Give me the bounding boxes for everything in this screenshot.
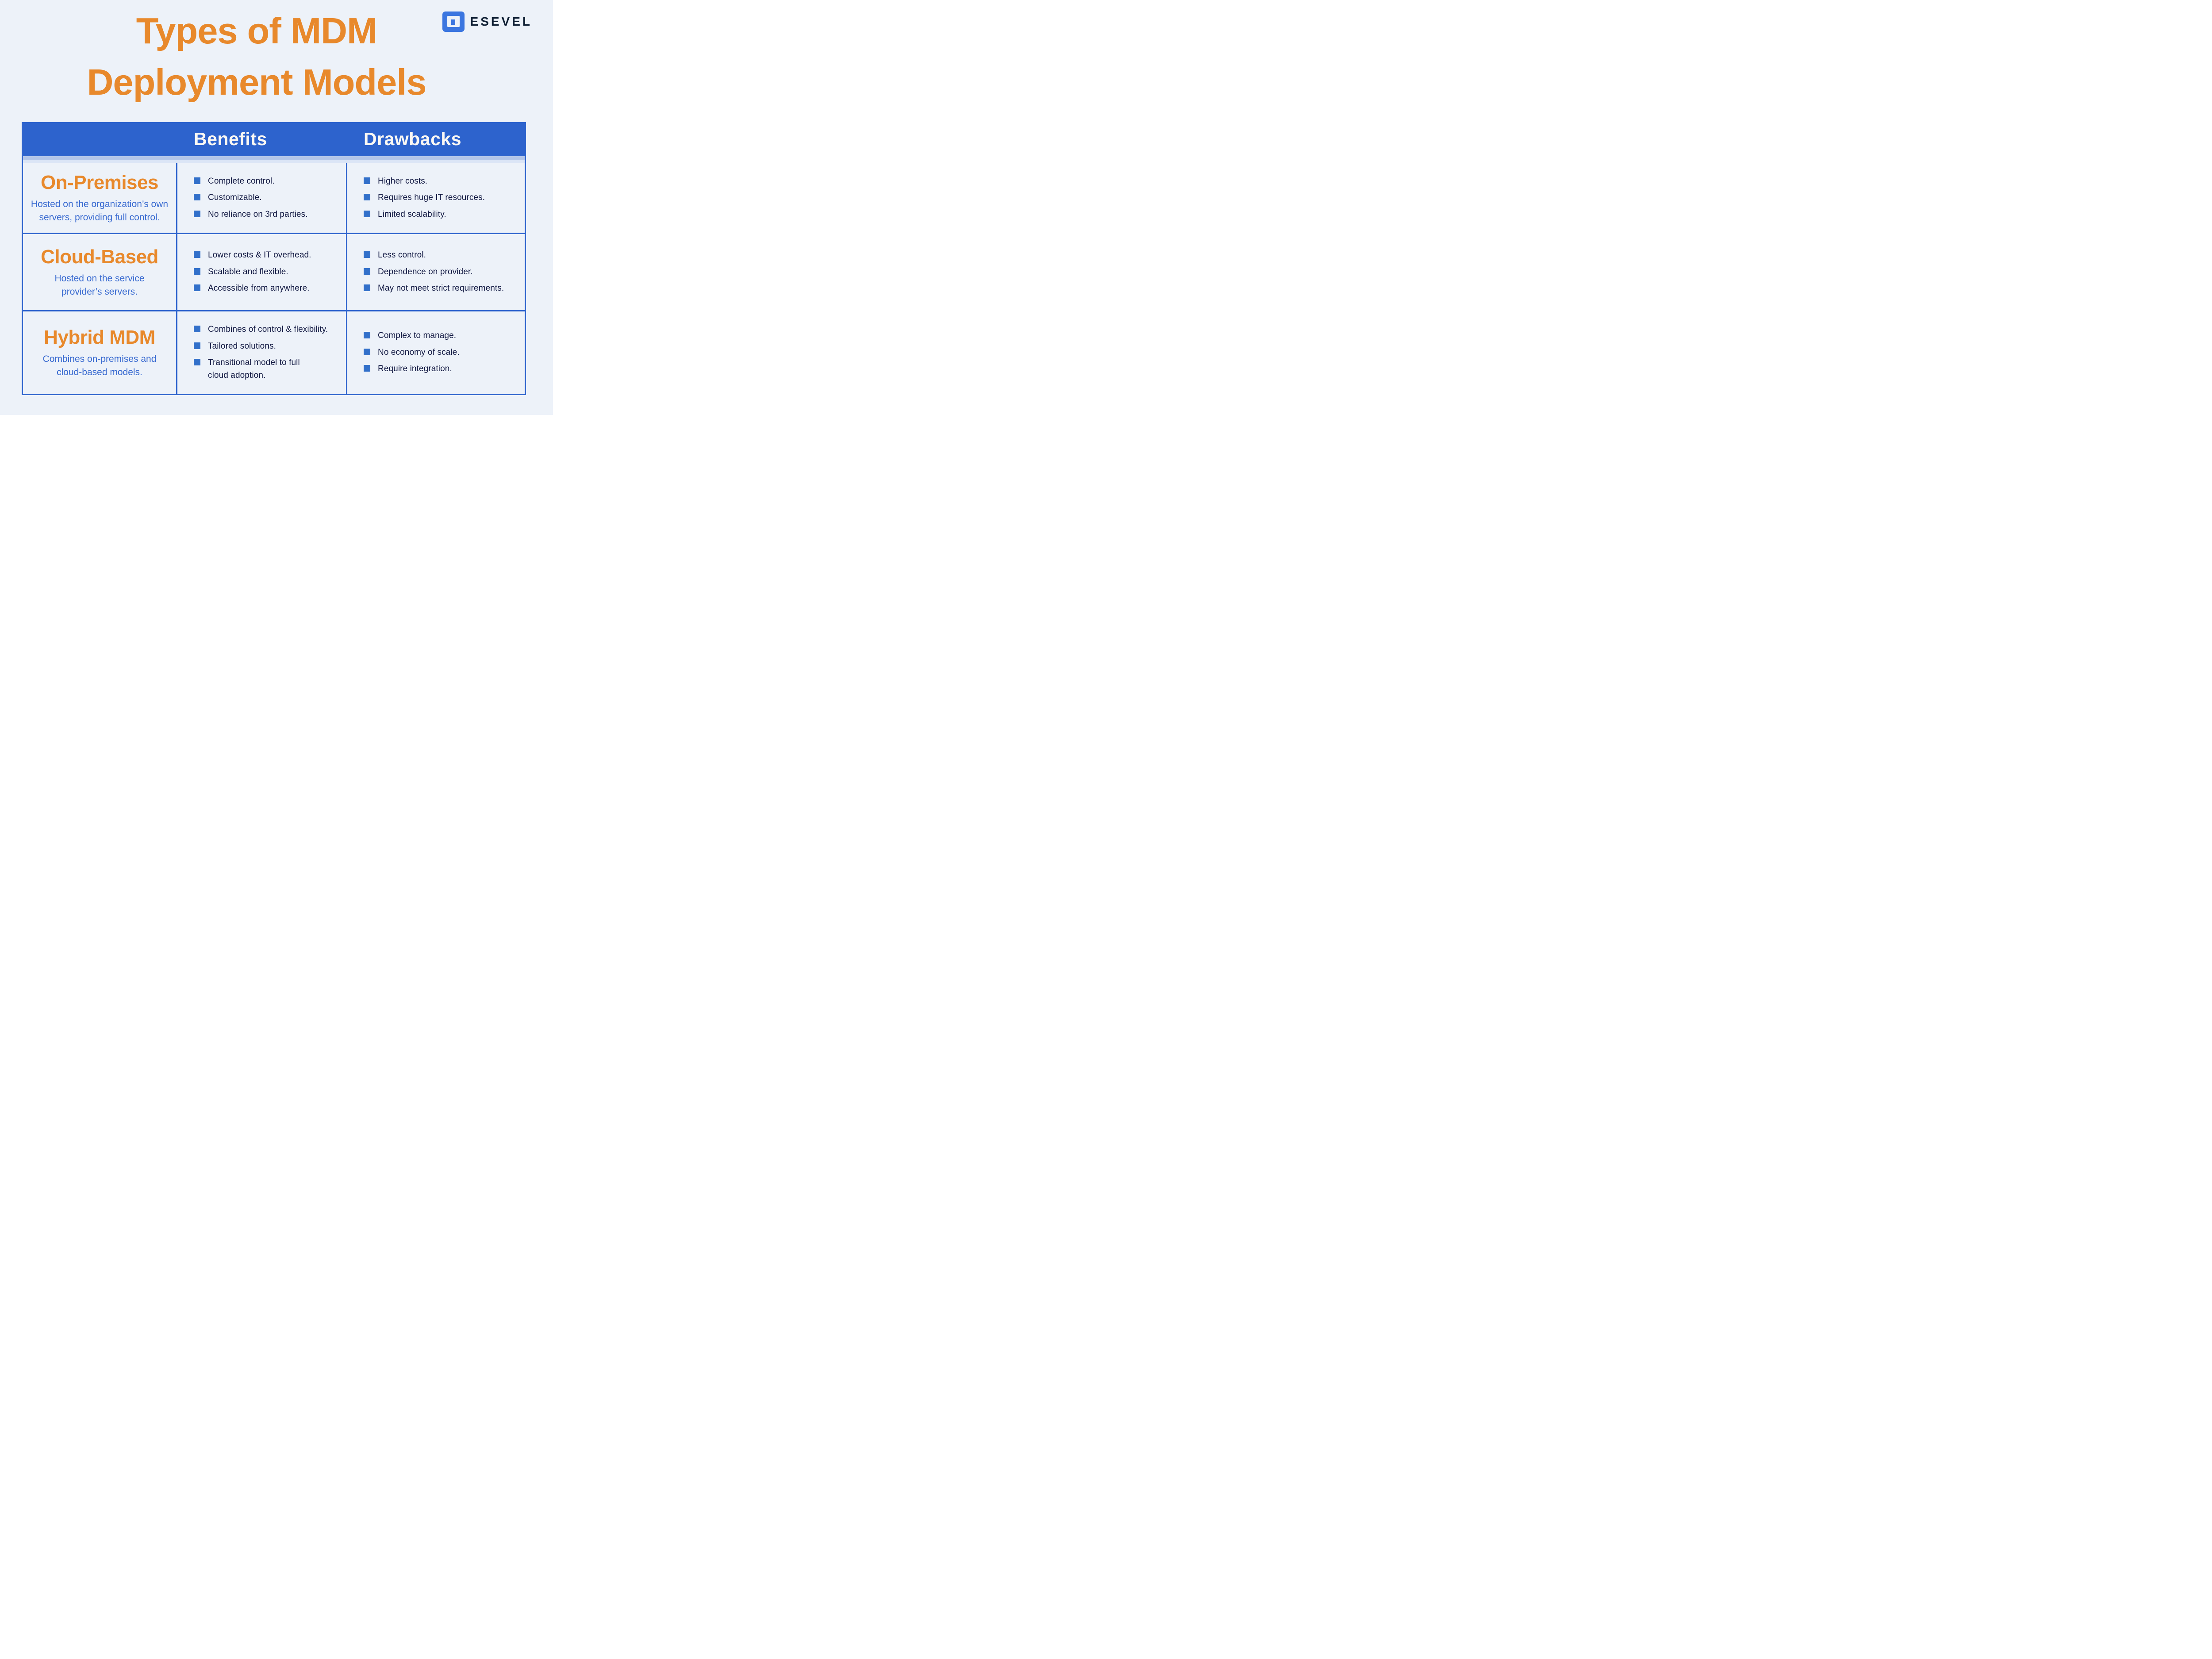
list-item: Higher costs.: [364, 175, 521, 188]
model-name: Cloud-Based: [41, 246, 158, 268]
list-item: No reliance on 3rd parties.: [194, 208, 342, 221]
model-description: Hosted on the service provider’s servers…: [54, 273, 145, 297]
model-name: Hybrid MDM: [44, 326, 155, 348]
model-cell: On-Premises Hosted on the organization’s…: [23, 163, 177, 233]
model-description: Combines on-premises and cloud-based mod…: [42, 353, 157, 377]
bullet-square-icon: [194, 177, 200, 184]
list-item: Complex to manage.: [364, 330, 521, 342]
bullet-square-icon: [194, 210, 200, 217]
header-shadow-band-light: [23, 160, 525, 163]
page-title-line1: Types of MDM: [136, 10, 377, 51]
table-header-row: Benefits Drawbacks: [23, 122, 525, 156]
drawback-text: No economy of scale.: [378, 347, 460, 357]
bullet-square-icon: [364, 210, 370, 217]
drawback-text: Less control.: [378, 250, 426, 260]
bullet-square-icon: [194, 251, 200, 258]
drawbacks-cell: Less control. Dependence on provider. Ma…: [347, 234, 525, 310]
model-cell: Cloud-Based Hosted on the service provid…: [23, 234, 177, 310]
header-cell-empty: [23, 122, 177, 156]
list-item: Less control.: [364, 249, 521, 262]
list-item: No economy of scale.: [364, 346, 521, 359]
benefit-text: Lower costs & IT overhead.: [208, 250, 311, 260]
bullet-square-icon: [364, 284, 370, 292]
bullet-square-icon: [364, 365, 370, 372]
page-title-line2: Deployment Models: [87, 61, 426, 103]
benefit-text: Customizable.: [208, 193, 262, 203]
brand-name: ESEVEL: [470, 15, 532, 28]
brand-logo: ESEVEL: [442, 12, 532, 32]
bullet-square-icon: [194, 268, 200, 275]
list-item: May not meet strict requirements.: [364, 282, 521, 295]
benefit-text: Tailored solutions.: [208, 341, 276, 351]
bullet-square-icon: [364, 251, 370, 258]
benefit-text: Complete control.: [208, 176, 275, 186]
drawbacks-cell: Complex to manage. No economy of scale. …: [347, 311, 525, 394]
bullet-square-icon: [364, 268, 370, 275]
benefits-cell: Combines of control & flexibility. Tailo…: [177, 311, 347, 394]
bullet-square-icon: [194, 194, 200, 201]
model-name: On-Premises: [41, 172, 158, 194]
benefit-text: Combines of control & flexibility.: [208, 325, 328, 334]
list-item: Complete control.: [194, 175, 342, 188]
drawback-text: May not meet strict requirements.: [378, 284, 504, 293]
benefit-text: Accessible from anywhere.: [208, 284, 310, 293]
model-cell: Hybrid MDM Combines on-premises and clou…: [23, 311, 177, 394]
benefits-cell: Complete control. Customizable. No relia…: [177, 163, 347, 233]
header-cell-drawbacks: Drawbacks: [347, 122, 525, 156]
bullet-square-icon: [364, 194, 370, 201]
list-item: Lower costs & IT overhead.: [194, 249, 342, 262]
benefits-column-header: Benefits: [194, 129, 267, 149]
bullet-square-icon: [194, 284, 200, 292]
drawback-text: Requires huge IT resources.: [378, 193, 485, 203]
bullet-square-icon: [364, 177, 370, 184]
page-title: Types of MDM Deployment Models: [0, 5, 513, 108]
comparison-table: Benefits Drawbacks On-Premises Hosted on…: [22, 122, 526, 395]
table-row-cloud-based: Cloud-Based Hosted on the service provid…: [23, 233, 525, 310]
table-row-hybrid-mdm: Hybrid MDM Combines on-premises and clou…: [23, 310, 525, 394]
bullet-square-icon: [194, 326, 200, 332]
list-item: Require integration.: [364, 363, 521, 376]
drawback-text: Require integration.: [378, 364, 452, 374]
benefit-text: Transitional model to full cloud adoptio…: [208, 358, 300, 380]
list-item: Tailored solutions.: [194, 340, 342, 353]
list-item: Limited scalability.: [364, 208, 521, 221]
bullet-square-icon: [194, 359, 200, 365]
esevel-logo-icon: [442, 12, 465, 32]
infographic-page: Types of MDM Deployment Models ESEVEL Ben…: [0, 0, 553, 415]
header-shadow-band-medium: [23, 156, 525, 160]
benefits-cell: Lower costs & IT overhead. Scalable and …: [177, 234, 347, 310]
list-item: Requires huge IT resources.: [364, 192, 521, 204]
esevel-logo-icon-dot: [451, 19, 456, 25]
drawbacks-column-header: Drawbacks: [364, 129, 462, 149]
drawback-text: Limited scalability.: [378, 209, 446, 219]
list-item: Accessible from anywhere.: [194, 282, 342, 295]
bullet-square-icon: [364, 348, 370, 355]
drawback-text: Dependence on provider.: [378, 267, 473, 276]
drawback-text: Higher costs.: [378, 176, 428, 186]
header-cell-benefits: Benefits: [177, 122, 347, 156]
bullet-square-icon: [194, 342, 200, 349]
bullet-square-icon: [364, 332, 370, 339]
list-item: Scalable and flexible.: [194, 266, 342, 279]
drawback-text: Complex to manage.: [378, 331, 457, 341]
benefit-text: Scalable and flexible.: [208, 267, 288, 276]
drawbacks-cell: Higher costs. Requires huge IT resources…: [347, 163, 525, 233]
list-item: Combines of control & flexibility.: [194, 323, 342, 336]
list-item: Dependence on provider.: [364, 266, 521, 279]
list-item: Customizable.: [194, 192, 342, 204]
list-item: Transitional model to full cloud adoptio…: [194, 357, 342, 382]
model-description: Hosted on the organization’s own servers…: [31, 199, 169, 223]
table-row-on-premises: On-Premises Hosted on the organization’s…: [23, 163, 525, 233]
benefit-text: No reliance on 3rd parties.: [208, 209, 308, 219]
